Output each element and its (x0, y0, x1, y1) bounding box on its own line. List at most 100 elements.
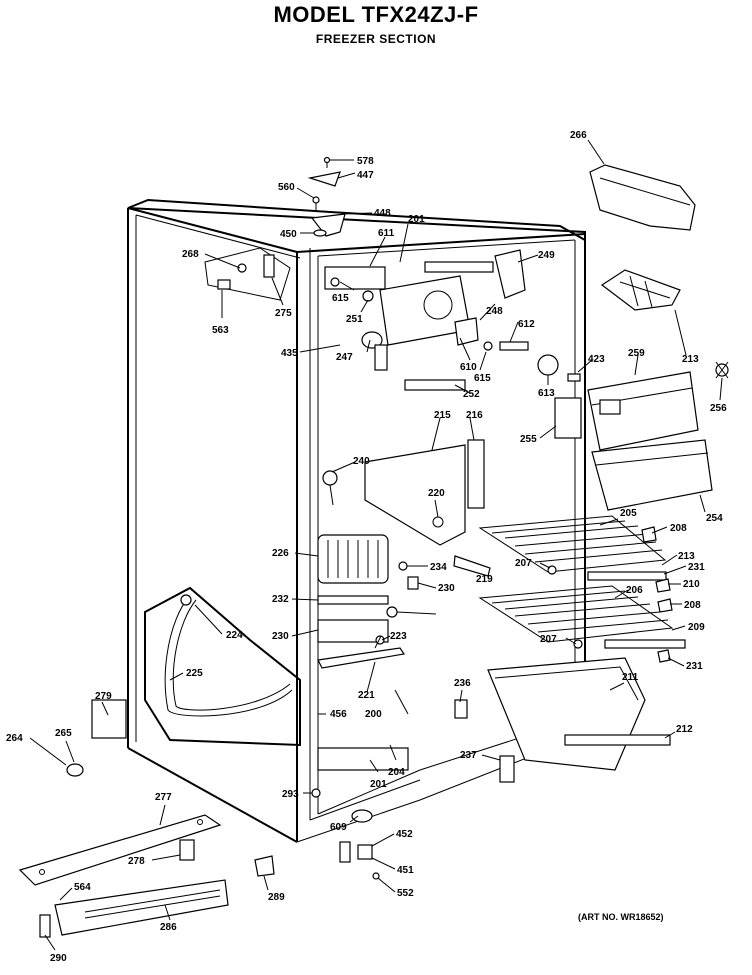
bottom-rear-parts (311, 699, 515, 823)
callout-612: 612 (518, 319, 535, 330)
callout-208-b: 208 (684, 600, 701, 611)
callout-278: 278 (128, 856, 145, 867)
base-rail-277 (18, 814, 222, 886)
callout-231-a: 231 (688, 562, 705, 573)
callout-213-top: 213 (682, 354, 699, 365)
callout-231-b: 231 (686, 661, 703, 672)
section-subtitle: FREEZER SECTION (315, 32, 437, 46)
callout-289: 289 (268, 892, 285, 903)
wire-shelf-lower (478, 578, 686, 663)
callout-207-a: 207 (515, 558, 532, 569)
control-housing (324, 249, 581, 382)
callout-290: 290 (50, 953, 67, 964)
callout-232: 232 (272, 594, 289, 605)
fan-blade (715, 361, 729, 379)
light-switch-assembly (204, 247, 291, 301)
callout-207-b: 207 (540, 634, 557, 645)
model-title: MODEL TFX24ZJ-F (273, 2, 479, 27)
callout-205: 205 (620, 508, 637, 519)
callout-255: 255 (520, 434, 537, 445)
callout-279: 279 (95, 691, 112, 702)
callout-252: 252 (463, 389, 480, 400)
callout-230-a: 230 (438, 583, 455, 594)
callout-206: 206 (626, 585, 643, 596)
callout-219: 219 (476, 574, 493, 585)
callout-254: 254 (706, 513, 723, 524)
shelf-panel-259 (587, 371, 699, 451)
callout-286: 286 (160, 922, 177, 933)
ice-tray (600, 269, 681, 311)
callout-256: 256 (710, 403, 727, 414)
shelf-panel-254 (591, 439, 713, 511)
callout-236: 236 (454, 678, 471, 689)
callout-259: 259 (628, 348, 645, 359)
callout-615-right: 615 (474, 373, 491, 384)
callout-563: 563 (212, 325, 229, 336)
callout-452: 452 (396, 829, 413, 840)
evaporator-coil (317, 534, 491, 669)
callout-560: 560 (278, 182, 295, 193)
callout-204: 204 (388, 767, 405, 778)
callout-447: 447 (357, 170, 374, 181)
callout-552: 552 (397, 888, 414, 899)
callout-234: 234 (430, 562, 447, 573)
freezer-cabinet (127, 198, 586, 843)
leveler-parts (66, 699, 380, 880)
callout-450: 450 (280, 229, 297, 240)
callout-216: 216 (466, 410, 483, 421)
callout-609: 609 (330, 822, 347, 833)
callout-610: 610 (460, 362, 477, 373)
callout-613: 613 (538, 388, 555, 399)
callout-240: 240 (353, 456, 370, 467)
leader-lines (29, 139, 723, 951)
callout-210: 210 (683, 579, 700, 590)
ice-bucket (589, 164, 696, 231)
wire-shelf-upper (478, 515, 667, 581)
callout-223: 223 (390, 631, 407, 642)
callout-435: 435 (281, 348, 298, 359)
art-number: (ART NO. WR18652) (578, 912, 664, 922)
top-hinge-assembly (307, 156, 346, 237)
callout-201-bottom: 201 (370, 779, 387, 790)
callout-213-mid: 213 (678, 551, 695, 562)
callout-249: 249 (538, 250, 555, 261)
callout-208-a: 208 (670, 523, 687, 534)
callout-264: 264 (6, 733, 23, 744)
callout-248: 248 (486, 306, 503, 317)
callout-labels: 578 447 560 448 450 201 611 268 615 251 … (6, 130, 727, 964)
callout-200: 200 (365, 709, 382, 720)
callout-251: 251 (346, 314, 363, 325)
callout-293: 293 (282, 789, 299, 800)
callout-448: 448 (374, 208, 391, 219)
callout-268: 268 (182, 249, 199, 260)
callout-201-top: 201 (408, 214, 425, 225)
callout-275: 275 (275, 308, 292, 319)
callout-226: 226 (272, 548, 289, 559)
callout-277: 277 (155, 792, 172, 803)
callout-224: 224 (226, 630, 243, 641)
callout-211: 211 (622, 672, 639, 683)
callout-578: 578 (357, 156, 374, 167)
callout-225: 225 (186, 668, 203, 679)
callout-220: 220 (428, 488, 445, 499)
callout-215: 215 (434, 410, 451, 421)
callout-237: 237 (460, 750, 477, 761)
callout-230-b: 230 (272, 631, 289, 642)
callout-451: 451 (397, 865, 414, 876)
callout-212: 212 (676, 724, 693, 735)
callout-209: 209 (688, 622, 705, 633)
callout-456: 456 (330, 709, 347, 720)
callout-564: 564 (74, 882, 91, 893)
drain-trough (144, 586, 301, 747)
callout-247: 247 (336, 352, 353, 363)
callout-266: 266 (570, 130, 587, 141)
callout-611: 611 (378, 228, 395, 239)
callout-265: 265 (55, 728, 72, 739)
callout-615-left: 615 (332, 293, 349, 304)
grille-286 (39, 879, 229, 938)
evaporator-cover (322, 379, 582, 546)
freezer-basket (487, 657, 671, 771)
callout-423: 423 (588, 354, 605, 365)
